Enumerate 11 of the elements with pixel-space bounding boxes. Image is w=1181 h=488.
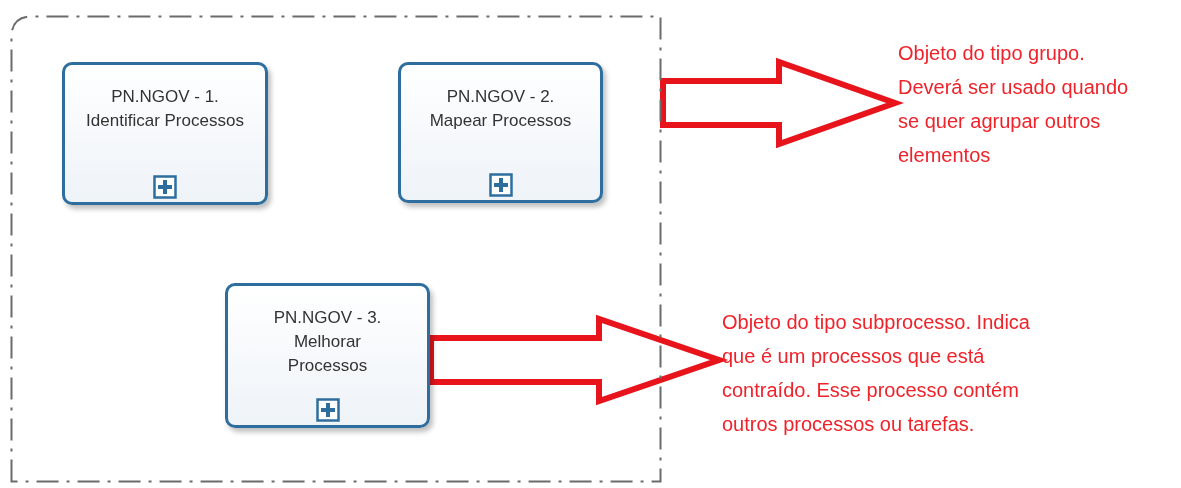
group-frame [10,15,662,483]
block-arrow [660,57,904,149]
subprocess-label: PN.NGOV - 3. Melhorar Processos [272,307,383,377]
annotation-text: Objeto do tipo subprocesso. Indica que é um processos que está contraído. Esse processo contém outros processos ou tarefas. [722,310,1031,437]
subprocess-box [225,283,430,428]
subprocess-box [62,62,268,205]
annotation-text: Objeto do tipo grupo. Deverá ser usado quando se quer agrupar outros elementos [898,41,1130,168]
subprocess-box [398,62,603,203]
subprocess-label: PN.NGOV - 2. Mapear Processos [428,86,573,132]
subprocess-label: PN.NGOV - 1. Identificar Processos [85,86,245,132]
block-arrow [428,314,729,406]
